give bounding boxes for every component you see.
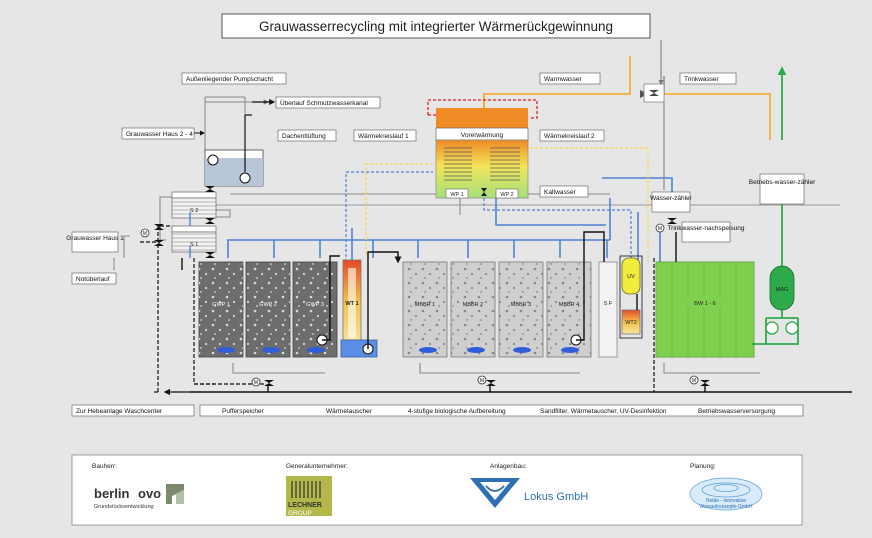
pump-icon [785, 321, 799, 335]
svg-text:M: M [143, 231, 147, 237]
svg-text:Nolde - innovative: Nolde - innovative [706, 498, 746, 504]
mbbr1-label: MBBR 1 [415, 302, 435, 308]
svg-text:ovo: ovo [138, 486, 161, 501]
label-kaltwasser: Kaltwasser [544, 189, 577, 196]
gwp3-label: GWP 3 [306, 302, 324, 308]
uv-label: UV [627, 274, 635, 280]
sieve-s2-label: S 2 [190, 208, 198, 214]
heat-circuit-red [427, 99, 538, 119]
mbbr3-label: MBBR 3 [511, 302, 531, 308]
label-notueberlauf: Notüberlauf [76, 276, 110, 283]
title-box [221, 13, 651, 39]
gwp1-label: GWP 1 [212, 302, 230, 308]
svg-text:M: M [480, 378, 484, 384]
svg-text:M: M [254, 380, 258, 386]
label-waermekreislauf-1: Wärmekreislauf 1 [358, 133, 409, 140]
svg-text:berlin: berlin [94, 486, 129, 501]
uv-unit [621, 257, 641, 295]
sieve-s2 [171, 197, 217, 219]
label-grauwasser-1: Grauwasser Haus 1 [66, 235, 124, 242]
wt2-label: WT2 [625, 320, 637, 326]
heat-circuit-blue [345, 171, 632, 262]
stage-waermetauscher: Wärmetauscher [326, 408, 373, 415]
preheater-top [436, 108, 528, 128]
label-trinkwasser: Trinkwasser [684, 76, 720, 83]
gwp2-label: GWP 2 [259, 302, 277, 308]
sieve-s1 [171, 231, 217, 253]
mag-label: MAG [776, 287, 789, 293]
heat-exchanger-wt2 [621, 309, 641, 335]
heat-pump-2-label: WP 2 [500, 192, 513, 198]
footer-bauherr-label: Bauherr: [92, 463, 117, 470]
mbbr4-label: MBBR 4 [559, 302, 579, 308]
label-warmwasser: Warmwasser [544, 76, 583, 83]
bw-label: BW 1 - 6 [694, 301, 715, 307]
label-hebeanlage: Zur Hebeanlage Waschcenter [76, 408, 163, 415]
lokus-logo: Lokus GmbH [470, 478, 588, 508]
lechner-logo: LECHNER GROUP [286, 476, 332, 517]
stage-bio: 4-stufige biologische Aufbereitung [408, 408, 506, 415]
pump-icon [239, 172, 251, 184]
svg-text:M: M [658, 226, 662, 232]
label-betriebswasserzaehler: Betriebs-wasser-zähler [749, 179, 816, 186]
pump-icon [207, 154, 219, 166]
label-nachspeisung: Trinkwasser-nachspeisung [667, 225, 744, 232]
page-title: Grauwasserrecycling mit integrierter Wär… [259, 19, 613, 34]
warm-pipes [365, 56, 771, 262]
heat-pump-grille [444, 147, 520, 181]
stage-betrieb: Betriebswasserversorgung [698, 408, 775, 415]
labels: Außenliegender Pumpschacht Überlauf Schm… [66, 72, 816, 417]
footer-anlagenbau-label: Anlagenbau: [490, 463, 527, 470]
svg-text:M: M [692, 378, 696, 384]
label-waermekreislauf-2: Wärmekreislauf 2 [544, 133, 595, 140]
mbbr2-label: MBBR 2 [463, 302, 483, 308]
svg-text:Grundstücksentwicklung: Grundstücksentwicklung [94, 504, 154, 510]
svg-text:Wasserkonzepte GmbH: Wasserkonzepte GmbH [700, 504, 753, 510]
preheater-label: Vorerwärmung [461, 132, 504, 139]
berlinovo-logo: berlin ovo Grundstücksentwicklung [94, 484, 184, 510]
sand-filter [598, 261, 618, 358]
svg-text:GROUP: GROUP [288, 510, 312, 517]
label-pumpschacht: Außenliegender Pumpschacht [186, 76, 273, 83]
footer-gu-label: Generalunternehmer: [286, 463, 348, 470]
footer-panel [71, 454, 803, 526]
label-grauwasser-2-4: Grauwasser Haus 2 - 4 [126, 131, 193, 138]
sand-filter-label: S F [604, 301, 613, 307]
label-ueberlauf: Überlauf Schmutzwasserkanal [280, 99, 368, 107]
pump-icon [765, 321, 779, 335]
stage-sand: Sandfilter, Wärmetauscher, UV-Desinfekti… [540, 408, 667, 415]
valves [154, 90, 710, 386]
label-dachentlueftung: Dachentlüftung [282, 133, 326, 140]
svg-text:Lokus GmbH: Lokus GmbH [524, 491, 588, 503]
sieve-s1-label: S 1 [190, 242, 198, 248]
heat-pump-1-label: WP 1 [450, 192, 463, 198]
svg-text:LECHNER: LECHNER [288, 502, 322, 509]
wt1-label: WT 1 [345, 301, 358, 307]
footer-planung-label: Planung: [690, 463, 716, 470]
blue-pipes [227, 177, 673, 345]
nolde-logo: Nolde - innovative Wasserkonzepte GmbH [689, 477, 763, 511]
process-stage-bar [199, 404, 804, 417]
motor-icons: M M M M M [140, 223, 699, 387]
stage-puffer: Pufferspeicher [222, 408, 265, 415]
label-wasserzaehler: Wasser-zähler [650, 195, 692, 202]
